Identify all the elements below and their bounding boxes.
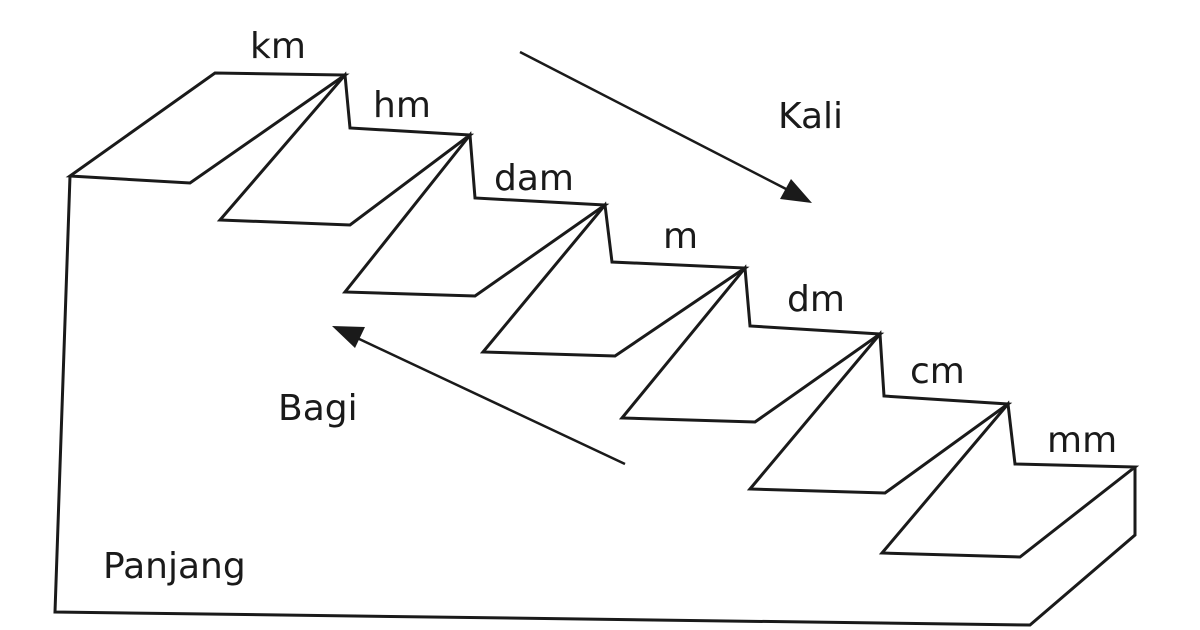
multiply-arrowhead-icon — [780, 179, 812, 203]
unit-label-mm: mm — [1047, 420, 1117, 461]
divide-arrow-line — [354, 335, 626, 466]
staircase — [53, 71, 1140, 627]
multiply-label: Kali — [778, 96, 843, 137]
staircase-body — [53, 71, 1137, 627]
step-hm — [216, 71, 475, 227]
divide-label: Bagi — [278, 388, 358, 429]
multiply-arrow-line — [519, 50, 789, 192]
step-m — [479, 201, 750, 358]
unit-label-cm: cm — [910, 351, 965, 392]
step-mm — [878, 400, 1140, 559]
step-dm — [618, 264, 885, 424]
unit-label-m: m — [663, 216, 698, 257]
multiply-arrow — [519, 50, 812, 203]
unit-label-dm: dm — [787, 279, 845, 320]
unit-label-hm: hm — [373, 85, 431, 126]
step-dam — [341, 131, 610, 298]
unit-label-km: km — [250, 26, 306, 67]
step-cm — [746, 330, 1013, 495]
divide-arrow — [332, 326, 626, 466]
diagram-title: Panjang — [103, 546, 246, 587]
unit-label-dam: dam — [494, 158, 574, 199]
divide-arrowhead-icon — [332, 326, 365, 348]
